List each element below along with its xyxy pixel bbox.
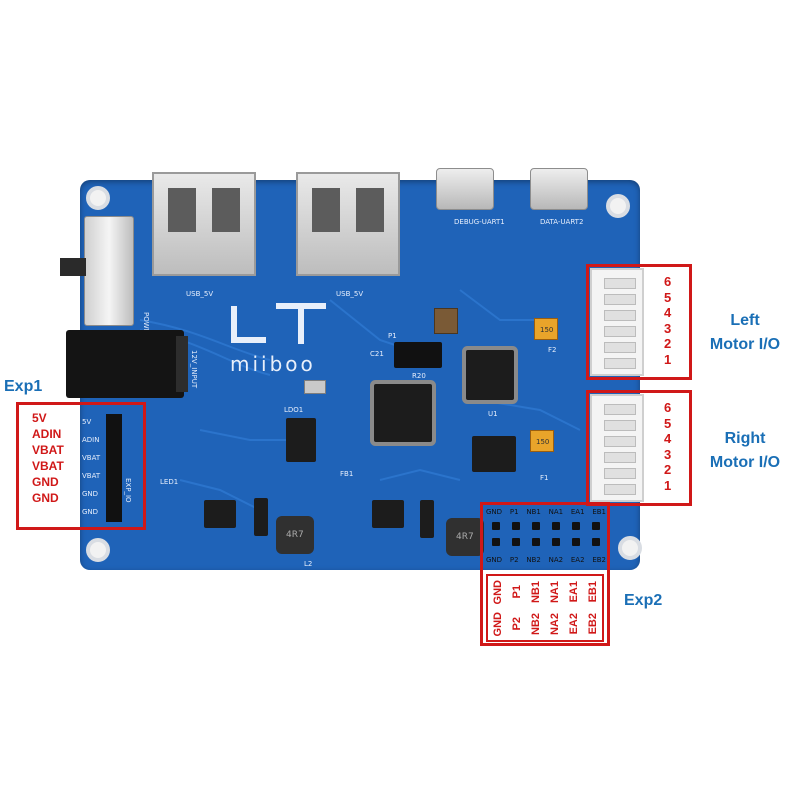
- right-motor-caption: Right Motor I/O: [709, 430, 781, 471]
- exp1-caption: Exp1: [4, 378, 43, 395]
- mounting-hole-bottom-right: [618, 536, 642, 560]
- left-motor-highlight-box: [586, 264, 692, 380]
- fuse-f2: [534, 318, 558, 340]
- exp1-pin-header: [106, 414, 122, 522]
- exp1-board-silk: 5V ADIN VBAT VBAT GND GND: [82, 418, 101, 516]
- silk-ldo1-led: LED1: [160, 478, 179, 486]
- silk-u1: U1: [488, 410, 498, 418]
- left-motor-pin-label: 5: [664, 289, 672, 305]
- exp2-highlight-box: [480, 502, 610, 646]
- silk-ind-l2: 4R7: [286, 530, 304, 540]
- right-motor-pin-label: 2: [664, 462, 672, 477]
- right-motor-pin-label: 3: [664, 446, 672, 462]
- exp1-pin-label: ADIN: [32, 427, 62, 441]
- inductor-l1: [446, 518, 484, 556]
- exp1-highlight-box: [16, 402, 146, 530]
- driver-chip: [466, 350, 514, 400]
- exp1-pin-label: GND: [32, 491, 59, 505]
- capacitor-c1: [434, 308, 458, 334]
- mounting-hole-bottom-left: [86, 538, 110, 562]
- mosfet-2: [372, 500, 404, 528]
- right-motor-highlight-box: [586, 390, 692, 506]
- left-motor-pin-label: 3: [664, 320, 672, 336]
- exp1-pin-list: 5V ADIN VBAT VBAT GND GND: [32, 410, 64, 506]
- miiboo-logo-text: miiboo: [230, 352, 316, 376]
- exp1-pin-label: VBAT: [32, 443, 64, 457]
- inductor-l2: [276, 516, 314, 554]
- silk-fb1: FB1: [340, 470, 354, 478]
- dc-jack-front: [176, 336, 188, 392]
- exp2-pin-table: [486, 574, 604, 642]
- silk-usb-right: USB_5V: [336, 290, 364, 298]
- diode-1: [254, 498, 268, 536]
- exp1-pin-label: GND: [32, 475, 59, 489]
- exp2-silk-top: GND P1 NB1 NA1 EA1 EB1: [486, 508, 606, 516]
- silk-l2: L2: [304, 560, 313, 568]
- diode-2: [420, 500, 434, 538]
- left-motor-pin-label: 6: [664, 274, 672, 289]
- silk-data-uart: DATA-UART2: [540, 218, 584, 226]
- dc-power-jack: [66, 330, 184, 398]
- micro-usb-debug: [436, 168, 494, 210]
- left-motor-pin-list: 6 5 4 3 2 1: [664, 274, 671, 367]
- left-motor-pin-label: 4: [664, 305, 672, 320]
- usb-port-right: [296, 172, 400, 276]
- left-motor-pin-label: 2: [664, 336, 672, 351]
- power-switch-lever: [60, 258, 86, 276]
- silk-c21: C21: [370, 350, 384, 358]
- left-motor-pin-label: 1: [664, 351, 672, 367]
- silk-12v-input: 12V_INPUT: [190, 350, 198, 389]
- exp2-silk-bottom: GND P2 NB2 NA2 EA2 EB2: [486, 556, 606, 564]
- right-motor-pin-label: 1: [664, 477, 672, 493]
- exp1-pin-label: 5V: [32, 411, 47, 425]
- usb-port-left: [152, 172, 256, 276]
- silk-ldo1: LDO1: [284, 406, 304, 414]
- silk-fuse2: 150: [540, 326, 554, 334]
- silk-r20: R20: [412, 372, 426, 380]
- exp2-caption: Exp2: [624, 592, 663, 609]
- micro-usb-data: [530, 168, 588, 210]
- mosfet-1: [204, 500, 236, 528]
- right-motor-pin-label: 6: [664, 400, 672, 415]
- silk-f1: F1: [540, 474, 549, 482]
- mounting-hole-top-right: [606, 194, 630, 218]
- right-motor-pin-label: 4: [664, 431, 672, 446]
- silk-f2: F2: [548, 346, 557, 354]
- left-motor-caption: Left Motor I/O: [709, 312, 781, 353]
- ldo2-regulator: [472, 436, 516, 472]
- right-motor-pin-list: 6 5 4 3 2 1: [664, 400, 671, 493]
- crystal: [304, 380, 326, 394]
- silk-usb-left: USB_5V: [186, 290, 214, 298]
- right-motor-pin-label: 5: [664, 415, 672, 431]
- header-p1: [394, 342, 442, 368]
- power-switch: [84, 216, 134, 326]
- fuse-f1: [530, 430, 554, 452]
- miiboo-logo-mark: [231, 303, 326, 344]
- mounting-hole-top-left: [86, 186, 110, 210]
- silk-p1: P1: [388, 332, 397, 340]
- exp1-pin-label: VBAT: [32, 459, 64, 473]
- right-motor-connector: [590, 394, 644, 502]
- ldo1-regulator: [286, 418, 316, 462]
- silk-fuse1: 150: [536, 438, 550, 446]
- silk-debug-uart: DEBUG-UART1: [454, 218, 505, 226]
- left-motor-connector: [590, 268, 644, 376]
- silk-ind-l1: 4R7: [456, 532, 474, 542]
- mcu-chip: [374, 384, 432, 442]
- exp2-pin-header: [488, 516, 604, 552]
